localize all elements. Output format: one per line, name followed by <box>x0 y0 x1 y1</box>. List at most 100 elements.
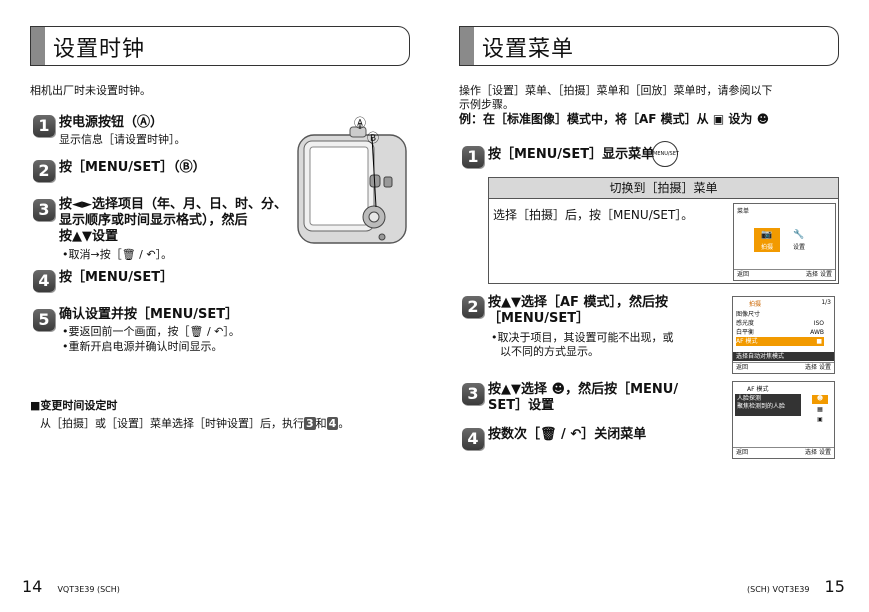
right-intro-2: 示例步骤。 <box>459 98 514 111</box>
screen2-help: 选择自动对焦模式 <box>733 352 834 361</box>
back-icon: ↶ <box>570 427 582 442</box>
screen-status-bar: 返回 选择 设置 <box>733 362 834 373</box>
step-ref-4: 4 <box>326 417 339 430</box>
callout-a: Ⓐ <box>354 116 367 130</box>
face-detect-icon: ☻ <box>756 112 770 126</box>
change-time-and: 和 <box>315 417 327 430</box>
trash-icon: 🗑 <box>121 248 136 261</box>
menu-row-af-mode: AF 模式■ <box>736 337 824 346</box>
back-icon: ↶ <box>146 248 156 261</box>
left-step-3-line3: 按▲▼设置 <box>59 229 118 244</box>
multi-area-option: ▦ <box>817 406 823 413</box>
change-time-body: 从［拍摄］或［设置］菜单选择［时钟设置］后，执行 <box>40 417 304 430</box>
back-label: 返回 <box>737 271 750 278</box>
left-step-3-line2: 显示顺序或时间显示格式），然后 <box>59 213 248 228</box>
cancel-bullet-text: •取消→按［ <box>62 248 122 261</box>
screen-status-bar: 返回 选择 设置 <box>733 447 834 458</box>
single-area-option: ▣ <box>817 416 823 423</box>
right-step-2-line1: 按▲▼选择［AF 模式］，然后按 <box>488 295 668 310</box>
switch-menu-box: 切换到［拍摄］菜单 选择［拍摄］后，按［MENU/SET］。 菜单 📷 拍摄 🔧… <box>488 177 839 284</box>
example-mid: 设为 <box>728 112 753 126</box>
left-footer: 14 VQT3E39 (SCH) <box>22 577 120 596</box>
right-section-title: 设置菜单 <box>482 37 575 62</box>
cancel-bullet-end: ］。 <box>155 248 173 261</box>
step-number-4: 4 <box>462 428 484 450</box>
left-section-title: 设置时钟 <box>53 37 146 62</box>
left-section-header: 设置时钟 <box>30 26 410 66</box>
callout-b: Ⓑ <box>367 131 380 145</box>
right-step-3-line1: 按▲▼选择 ☻，然后按［MENU/ <box>488 382 679 397</box>
face-detect-icon: ☻ <box>551 382 566 397</box>
switch-menu-header: 切换到［拍摄］菜单 <box>489 178 838 199</box>
left-step-1-title: 按电源按钮（Ⓐ） <box>59 115 164 130</box>
left-step-4-title: 按［MENU/SET］ <box>59 270 174 285</box>
screen3-title: AF 模式 <box>747 386 769 393</box>
right-page-number: 15 <box>824 577 845 596</box>
left-step-3-line1: 按◄►选择项目（年、月、日、时、分、 <box>59 197 287 212</box>
left-page-number: 14 <box>22 577 43 596</box>
screen3-info: 人脸探测聚焦检测到的人脸 <box>735 394 801 416</box>
step-number-5: 5 <box>33 309 55 331</box>
trash-icon: 🗑 <box>540 427 557 442</box>
step-number-3: 3 <box>462 383 484 405</box>
left-step-5-bullet-2: •重新开启电源并确认时间显示。 <box>62 340 223 353</box>
left-step-5-title: 确认设置并按［MENU/SET］ <box>59 307 239 322</box>
left-step-2-title: 按［MENU/SET］（Ⓑ） <box>59 160 206 175</box>
menu-row-image-size: 图像尺寸 <box>736 311 761 318</box>
left-step-1-sub: 显示信息［请设置时钟］。 <box>59 133 186 146</box>
right-step-3-line2: SET］设置 <box>488 398 555 413</box>
screen2-page: 1/3 <box>821 299 831 306</box>
camera-icon: 📷 <box>761 230 773 240</box>
step-number-3: 3 <box>33 199 55 221</box>
af-single-icon: ▣ <box>712 112 725 126</box>
step-number-1: 1 <box>462 146 484 168</box>
trash-icon: 🗑 <box>189 325 204 338</box>
right-step-2-line2: ［MENU/SET］ <box>488 311 590 326</box>
menu-screen-title: 菜单 <box>737 208 750 215</box>
change-time-end: 。 <box>338 417 350 430</box>
menu-option-setup-label: 设置 <box>792 244 805 251</box>
right-step-1-title: 按［MENU/SET］显示菜单 <box>488 147 655 162</box>
header-accent-bar <box>31 27 45 65</box>
right-step-2-bullet-1: •取决于项目，其设置可能不出现，或 <box>491 331 674 344</box>
right-intro-1: 操作［设置］菜单、［拍摄］菜单和［回放］菜单时，请参阅以下 <box>459 84 773 97</box>
select-set-label: 选择 设置 <box>806 271 832 278</box>
left-step-3-bullet: •取消→按［🗑 / ↶］。 <box>62 248 173 261</box>
left-step-5-bullet-1: •要返回前一个画面，按［🗑 / ↶］。 <box>62 325 240 338</box>
right-step-2-bullet-2: 以不同的方式显示。 <box>500 345 599 358</box>
step-ref-3: 3 <box>304 417 316 430</box>
menu-option-setup: 🔧 设置 <box>786 228 812 252</box>
step-number-4: 4 <box>33 270 55 292</box>
screen-status-bar: 返回 选择 设置 <box>734 269 835 280</box>
menu-screen-3: AF 模式 人脸探测聚焦检测到的人脸 ☻ ▦ ▣ 返回 选择 设置 <box>732 381 835 459</box>
menu-option-record-label: 拍摄 <box>760 244 773 251</box>
left-page-code: VQT3E39 (SCH) <box>57 585 120 594</box>
switch-menu-text: 选择［拍摄］后，按［MENU/SET］。 <box>493 208 694 222</box>
step-number-2: 2 <box>33 160 55 182</box>
right-page-code: (SCH) VQT3E39 <box>747 585 810 594</box>
return-bullet-end: ］。 <box>223 325 240 338</box>
step-number-2: 2 <box>462 296 484 318</box>
wrench-icon: 🔧 <box>793 230 805 240</box>
right-step-4-title: 按数次［🗑 / ↶］关闭菜单 <box>488 427 647 442</box>
right-footer: (SCH) VQT3E39 15 <box>747 577 845 596</box>
return-bullet-text: •要返回前一个画面，按［ <box>62 325 190 338</box>
example-text: 例：在［标准图像］模式中，将［AF 模式］从 <box>459 112 709 126</box>
back-icon: ↶ <box>214 325 224 338</box>
left-intro: 相机出厂时未设置时钟。 <box>30 84 151 97</box>
right-example: 例：在［标准图像］模式中，将［AF 模式］从 ▣ 设为 ☻ <box>459 112 769 127</box>
screen2-title: 拍摄 <box>749 301 762 308</box>
header-accent-bar <box>460 27 474 65</box>
face-detect-option: ☻ <box>812 395 828 404</box>
right-section-header: 设置菜单 <box>459 26 839 66</box>
camera-illustration <box>297 123 407 244</box>
menu-option-record: 📷 拍摄 <box>754 228 780 252</box>
step-number-1: 1 <box>33 115 55 137</box>
menu-screen-1: 菜单 📷 拍摄 🔧 设置 返回 选择 设置 <box>733 203 836 281</box>
change-time-heading: ■变更时间设定时 <box>30 399 118 412</box>
menu-set-button-icon: MENU/SET <box>652 141 679 167</box>
